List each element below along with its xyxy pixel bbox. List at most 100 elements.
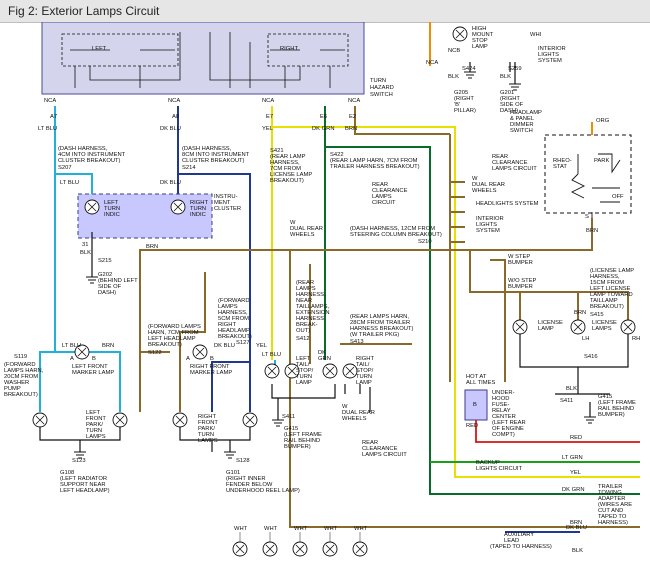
left-tail-wire: LT BLU [262,352,281,358]
g415r-2: (LEFT FRAME [598,400,636,406]
interior-mid-3: SYSTEM [476,228,500,234]
fuse-l7: OF ENGINE [492,426,524,432]
hazard-term-e7: E7 [266,114,273,120]
wire-blk [39,62,629,452]
hazard-right-label: RIGHT [280,46,298,52]
interior-mid-2: LIGHTS [476,222,497,228]
dual-mid-3: WHEELS [290,232,315,238]
headlamp-park: PARK [594,158,609,164]
blk-top-1: BLK [448,74,459,80]
hazard-pin-nca-1: NCA [44,98,56,104]
nca-top-label: NCA [426,60,438,66]
hazard-switch-internals [61,32,349,88]
stop-lamp-1: HIGH [472,26,487,32]
backup-1: BACKUP [476,460,500,466]
aux-lamp-5-icon [352,541,368,557]
left-tail-lamp-a-icon [264,363,280,379]
turn-hazard-switch-box [41,22,365,95]
fuse-pin: B [473,402,477,408]
s123-label: S123 [72,458,86,464]
trailer-2: TOWING [598,490,622,496]
red-wire-label: RED [570,435,582,441]
left-tail-3: STOP/ [296,368,314,374]
headlamp-l2: & PANEL [510,116,535,122]
headlamp-rheo-2: STAT [553,164,567,170]
lic-left-1: LICENSE [538,320,563,326]
lic-right-pin: RH [632,336,640,342]
hazard-term-a8: A8 [172,114,179,120]
g201-1: G201 [500,90,514,96]
hazard-pin-nca-4: NCA [348,98,360,104]
aux-lamp-1-icon [232,541,248,557]
brn-bottom-label: BRN [570,520,582,526]
hot-2: ALL TIMES [466,380,495,386]
right-tail-lamp-a-icon [322,363,338,379]
trailer-3: ADAPTER [598,496,625,502]
ground-g415-mid-icon [271,419,285,427]
hazard-left-label: LEFT [92,46,107,52]
g201-2: (RIGHT [500,96,520,102]
fwd-left-1: (FORWARD [4,362,36,368]
fuse-l3: FUSE- [492,402,509,408]
g108-4: LEFT HEADLAMP) [60,488,110,494]
headlamp-switch-box [544,134,632,214]
aux-3: (TAPED TO HARNESS) [490,544,552,550]
rear-clear-mid-3: LAMPS [372,194,392,200]
g108-2: (LEFT RADIATOR [60,476,107,482]
dash12-l2: STEERING COLUMN BREAKOUT) [350,232,442,238]
rf-lamps-1: RIGHT [198,414,216,420]
wire-red [475,420,640,443]
fwd-right-7: BREAKOUT) [218,334,252,340]
right-tail-4: TURN [356,374,372,380]
dash2-splice: S214 [182,165,196,171]
blk-top-2: BLK [500,74,511,80]
g202-3: SIDE OF [98,284,122,290]
dual-top-1: W [472,176,478,182]
wire-yel [271,106,640,478]
front-yel: YEL [256,343,268,349]
right-front-marker-lamp-icon [192,344,208,360]
rf-lamps-2: FRONT [198,420,218,426]
dual-mid-1: W [290,220,296,226]
rear1-l3: 7CM FROM [270,166,301,172]
lf-marker-2: MARKER LAMP [72,370,114,376]
dash1-l3: CLUSTER BREAKOUT) [58,158,121,164]
rear2-l2: TRAILER HARNESS BREAKOUT) [330,164,420,170]
stop-lamp-2: MOUNT [472,32,494,38]
dash12-splice: S210 [418,239,432,245]
stop-lamp-3: STOP [472,38,488,44]
lf-lamps-2: FRONT [86,416,106,422]
front-dk-blu: DK BLU [214,343,235,349]
g415m-1: G415 [284,426,298,432]
aux-lamp-2-icon [262,541,278,557]
fwd-left-splice: S119 [14,354,27,360]
front-a2: A [186,356,190,362]
lic-harness-4: LEFT LICENSE [590,286,631,292]
ground-g202-icon [85,276,99,284]
fwd-left-6: BREAKOUT) [4,392,38,398]
backup-wire: LT GRN [562,455,583,461]
fwd-right-3: HARNESS, [218,310,248,316]
fwd-right-6: HEADLAMP [218,328,250,334]
fwd-mid-2: HARN, 7CM FROM [148,330,199,336]
wire-dk-blu [177,106,580,533]
rt-harness-9: OUT) [296,328,310,334]
s411-right-label: S411 [560,398,573,404]
rear-clear-mid-4: CIRCUIT [372,200,396,206]
license-lamp-left-icon [512,319,528,335]
fwd-right-splice: S127 [236,340,250,346]
hot-1: HOT AT [466,374,487,380]
rt-harness-splice: S412 [296,336,310,342]
hazard-pin-nca-2: NCA [168,98,180,104]
ground-g101-icon [223,451,237,459]
rear-clear-top-1: REAR [492,154,508,160]
g101-2: (RIGHT INNER [226,476,266,482]
w-step-1: W STEP [508,254,530,260]
g415r-3: RAIL BEHIND [598,406,634,412]
rear-clear-bottom-1: REAR [362,440,378,446]
license-lamp-right-b-icon [620,319,636,335]
hazard-term-e6: E6 [320,114,327,120]
cluster-dk-blu: DK BLU [160,180,181,186]
wire-lt-blu [39,106,276,412]
dash2-l2: 8CM INTO INSTRUMENT [182,152,250,158]
